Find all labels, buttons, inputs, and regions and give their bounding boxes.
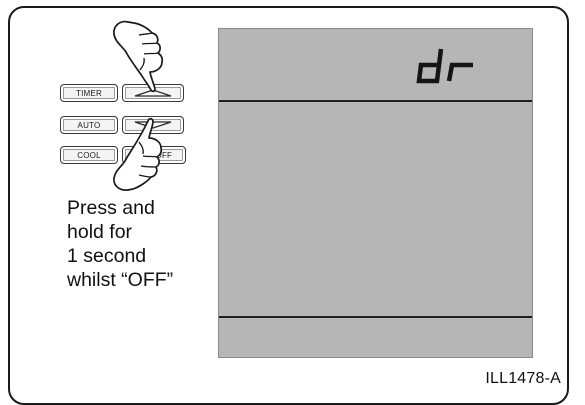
cool-button-label: COOL [77, 150, 101, 160]
auto-button[interactable]: AUTO [60, 116, 118, 134]
instruction-line: 1 second [67, 245, 147, 267]
pointing-hand-icon [113, 20, 164, 93]
timer-button-label: TIMER [76, 88, 102, 98]
lcd-upper-divider [219, 100, 532, 102]
lcd-display: dr [218, 28, 533, 358]
up-arrow-icon [134, 89, 172, 97]
cool-button[interactable]: COOL [60, 146, 118, 164]
instruction-line: whilst “OFF” [67, 269, 174, 291]
lcd-lower-divider [219, 316, 532, 318]
instruction-line: Press and [67, 197, 155, 219]
up-button[interactable] [122, 84, 184, 102]
instruction-line: hold for [67, 221, 133, 243]
auto-button-label: AUTO [77, 120, 101, 130]
illustration-code: ILL1478-A [485, 370, 561, 387]
pointing-hand-icon [113, 117, 163, 191]
instruction-text: Press and hold for 1 second whilst “OFF” [67, 196, 217, 292]
lcd-code-readout: dr [416, 48, 473, 84]
timer-button[interactable]: TIMER [60, 84, 118, 102]
